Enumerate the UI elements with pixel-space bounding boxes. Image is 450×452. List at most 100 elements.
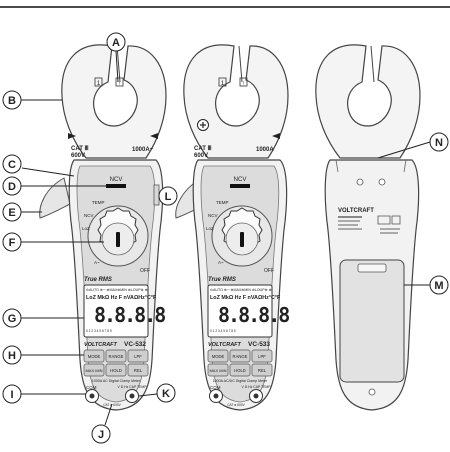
jaw-mark-box (94, 77, 103, 87)
max-min-button[interactable] (207, 363, 229, 377)
jaw-mark-box (115, 77, 124, 87)
hold-button-label: HOLD (234, 368, 246, 373)
callout-n (429, 132, 449, 152)
callout-d (2, 176, 22, 196)
jaw-arrow-right (150, 133, 158, 139)
lpf-button[interactable] (127, 349, 149, 363)
dial-pointer (240, 232, 244, 247)
dial-off-label: OFF (140, 268, 150, 274)
cat-bottom-label: CAT Ⅲ 600V (103, 403, 121, 407)
clamp-trigger (39, 177, 71, 219)
com-label: COM (210, 385, 221, 390)
range-button[interactable] (229, 349, 251, 363)
battery-cover[interactable] (339, 259, 405, 383)
voltage-label: 600V (71, 153, 85, 159)
rel-button[interactable] (127, 363, 149, 377)
rel-button[interactable] (251, 363, 273, 377)
callout-g-label: G (8, 313, 17, 325)
rel-button-label: REL (134, 368, 143, 373)
jaw-mark-box (218, 77, 227, 87)
callout-h-label: H (8, 350, 16, 362)
lcd-bargraph-scale: 0 1 2 3 4 5 6 7 8 9 (86, 329, 112, 333)
leader-n (377, 141, 431, 159)
screw-icon (378, 178, 386, 186)
label-line (338, 228, 362, 230)
lcd-display (83, 284, 149, 338)
callout-i-label: I (10, 389, 13, 401)
range-button-label: RANGE (109, 354, 124, 359)
callout-m (429, 275, 449, 295)
callout-bubbles: A B C D E F G H I J K L M N (2, 32, 449, 444)
true-rms-label: True RMS (84, 277, 112, 283)
jaw-split (370, 45, 375, 83)
label-line (338, 216, 362, 218)
hold-button[interactable] (229, 363, 251, 377)
leader-c (21, 167, 75, 177)
dial-loz-label: LoZ (82, 226, 90, 231)
lcd-display (207, 284, 273, 338)
dial-current-label: A~ (94, 260, 100, 265)
com-jack-hole (89, 393, 95, 399)
weee-bin-icon (391, 215, 401, 225)
true-rms-label: True RMS (208, 277, 236, 283)
callout-a-label: A (112, 37, 120, 49)
leader-a (115, 50, 119, 83)
jaw-mark-1: 1 (221, 81, 225, 87)
brand-label: VOLTCRAFT (208, 342, 242, 348)
ncv-label: NCV (110, 177, 123, 183)
cat-label: CAT Ⅲ (71, 145, 89, 152)
lcd-mode-row: LoZ MkΩ Hz F nVAΩHz°C°F (86, 295, 157, 301)
callout-leaders (20, 50, 431, 426)
callout-c (2, 154, 22, 174)
callout-f-label: F (9, 237, 16, 249)
jaw-mark-2: ↑ (242, 81, 245, 87)
jaw-split (238, 45, 243, 83)
lpf-button-label: LPF (258, 354, 266, 359)
jaw-arrow-left (68, 133, 76, 139)
jaw-mark-2: ↑ (118, 81, 121, 87)
meter-back-view: VOLTCRAFT (315, 44, 421, 411)
callout-b (2, 90, 22, 110)
dial-pointer (116, 232, 120, 247)
callout-e-label: E (8, 207, 15, 219)
mode-button[interactable] (207, 349, 229, 363)
side-knob-l (153, 184, 160, 206)
mode-button[interactable] (83, 349, 105, 363)
vinput-label: V Ω Hz CAP TEMP (242, 385, 272, 389)
hold-button[interactable] (105, 363, 127, 377)
label-line (380, 232, 398, 234)
range-button[interactable] (105, 349, 127, 363)
ce-mark-icon (377, 215, 391, 225)
callout-i (2, 384, 22, 404)
mode-button-label: MODE (88, 354, 101, 359)
housing-seam (403, 159, 407, 173)
caption-label: 1000A AC/DC Digital Clamp Meter (213, 379, 269, 383)
callout-l-label: L (165, 191, 172, 203)
housing-seam (335, 159, 339, 173)
ncv-led (106, 184, 126, 188)
voltage-jack-hole (129, 393, 135, 399)
caption-label: 1000A AC Digital Clamp Meter (92, 379, 141, 383)
leader-k (138, 393, 158, 397)
lpf-button[interactable] (251, 349, 273, 363)
lcd-bargraph-scale: 0 1 2 3 4 5 6 7 8 9 (210, 329, 236, 333)
label-line (338, 220, 360, 222)
vinput-label: V Ω Hz CAP TEMP (118, 385, 148, 389)
battery-cover-latch[interactable] (357, 263, 387, 273)
brand-label: VOLTCRAFT (84, 342, 118, 348)
label-line (338, 224, 358, 226)
max-min-button-label: MAX MIN (85, 368, 102, 373)
callout-l (158, 186, 178, 206)
max-min-button-label: MAX MIN (209, 368, 226, 373)
leader-j (104, 403, 113, 426)
back-brand-label: VOLTCRAFT (338, 208, 374, 214)
jaw-mark-1: 1 (97, 81, 101, 87)
max-min-button[interactable] (83, 363, 105, 377)
model-label: VC-532 (124, 341, 146, 348)
dial-current-label: A~ (218, 260, 224, 265)
callout-n-label: N (435, 137, 443, 149)
dial-temp-label: TEMP (216, 200, 229, 205)
jaw-arrow-right (272, 133, 280, 139)
callout-m-label: M (434, 280, 443, 292)
